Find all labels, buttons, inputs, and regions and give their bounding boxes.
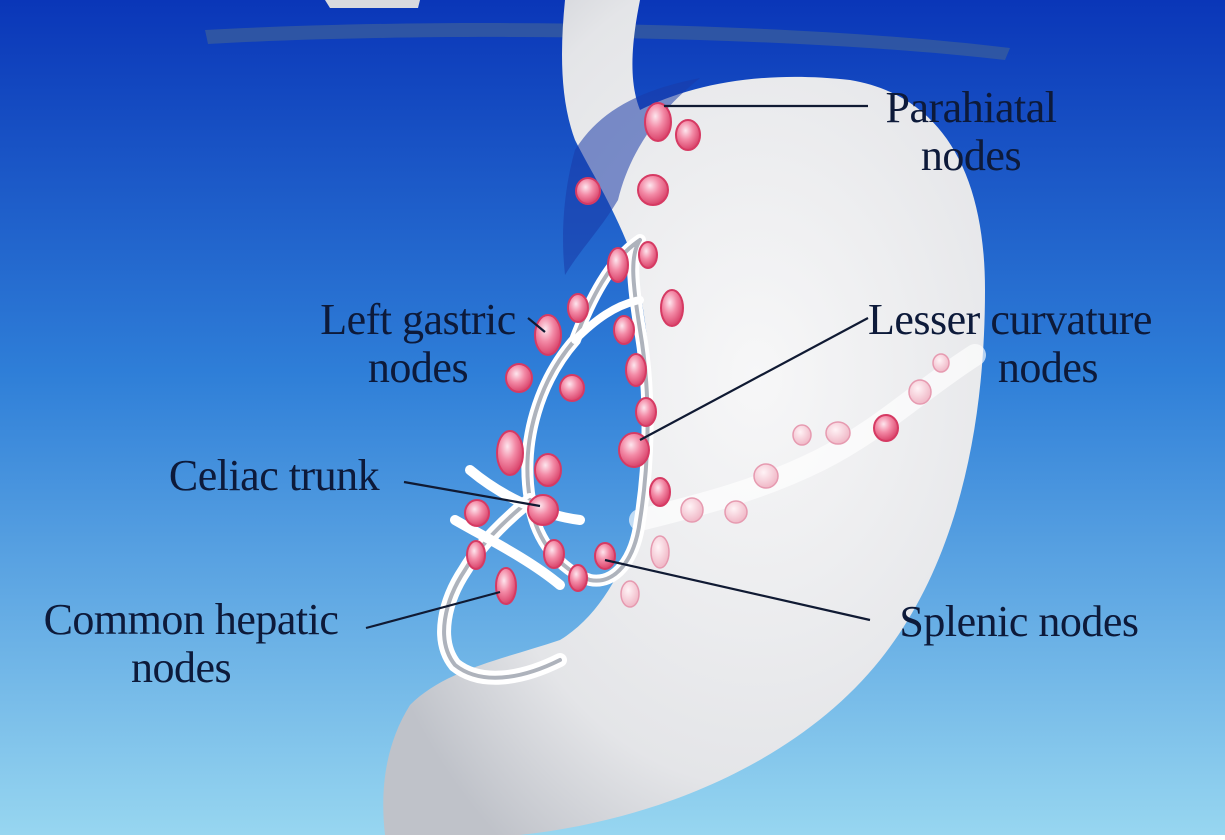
leader-celiac-trunk (403, 480, 541, 508)
label-celiac-trunk: Celiac trunk (146, 452, 402, 500)
faint-lymph-nodes (620, 353, 950, 608)
leader-lines (365, 104, 871, 630)
label-left-gastric-line1: Left gastric (320, 295, 516, 344)
label-splenic-line1: Splenic nodes (899, 597, 1139, 646)
diaphragm (205, 23, 1010, 60)
label-parahiatal-line1: Parahiatal (885, 83, 1057, 132)
esophagus-top (325, 0, 420, 8)
label-parahiatal: Parahiatal nodes (866, 84, 1076, 180)
label-left-gastric: Left gastric nodes (298, 296, 538, 392)
label-lesser-curvature-line1: Lesser curvature (868, 295, 1152, 344)
label-celiac-trunk-line1: Celiac trunk (168, 451, 380, 500)
label-parahiatal-line2: nodes (920, 131, 1022, 180)
leader-left-gastric (527, 317, 546, 333)
lymph-nodes (464, 102, 899, 605)
leader-common-hepatic (365, 590, 501, 630)
label-splenic: Splenic nodes (874, 598, 1164, 646)
label-common-hepatic: Common hepatic nodes (16, 596, 366, 692)
label-common-hepatic-line1: Common hepatic (43, 595, 339, 644)
label-common-hepatic-line2: nodes (131, 643, 232, 692)
fundus-shadow (563, 78, 700, 275)
leader-splenic (604, 558, 871, 622)
label-lesser-curvature: Lesser curvature nodes (868, 296, 1208, 392)
label-left-gastric-line2: nodes (367, 343, 469, 392)
leader-lesser-curvature (639, 317, 869, 441)
label-lesser-curvature-line2: nodes (997, 343, 1099, 392)
